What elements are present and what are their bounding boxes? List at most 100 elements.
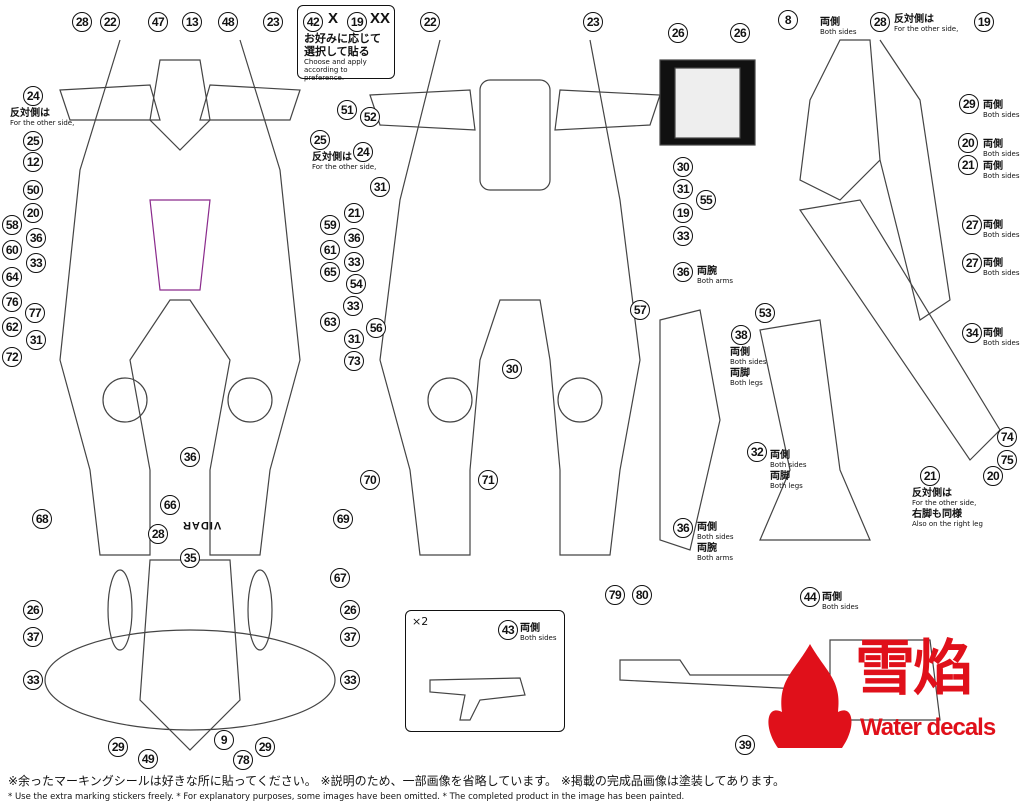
decal-number-marker: 37 — [23, 627, 43, 647]
label-ja: 両腕 — [697, 543, 717, 554]
decal-number-marker: 69 — [333, 509, 353, 529]
decal-number-marker: 36 — [344, 228, 364, 248]
decal-number-marker: 27 — [962, 253, 982, 273]
decal-number-marker: 79 — [605, 585, 625, 605]
label-ja: 両脚 — [730, 368, 750, 379]
decal-number-marker: 37 — [340, 627, 360, 647]
label-en: Both sides — [983, 150, 1020, 158]
quantity-label: ×2 — [412, 615, 429, 628]
label-ja: 両側 — [983, 161, 1003, 172]
decal-number-marker: 25 — [310, 130, 330, 150]
label-en: For the other side, — [312, 163, 377, 171]
decal-number-marker: 30 — [673, 157, 693, 177]
decal-number-marker: 28 — [72, 12, 92, 32]
decal-number-marker: 26 — [730, 23, 750, 43]
label-en: Both sides — [822, 603, 859, 611]
decal-number-marker: 61 — [320, 240, 340, 260]
label-en: For the other side, — [894, 25, 959, 33]
label-en: Both sides — [520, 634, 557, 642]
decal-number-marker: 58 — [2, 215, 22, 235]
label-en: Both sides — [983, 339, 1020, 347]
label-ja: 反対側は — [10, 108, 50, 119]
decal-number-marker: 12 — [23, 152, 43, 172]
label-en: Both legs — [730, 379, 763, 387]
watermark-logo: 雪焰 Water decals — [760, 634, 1024, 752]
decal-number-marker: 78 — [233, 750, 253, 770]
decal-number-marker: 33 — [343, 296, 363, 316]
decal-number-marker: 38 — [731, 325, 751, 345]
decal-number-marker: 29 — [108, 737, 128, 757]
flame-icon — [768, 644, 852, 748]
decal-number-marker: 36 — [673, 262, 693, 282]
decal-number-marker: 35 — [180, 548, 200, 568]
decal-number-marker: 13 — [182, 12, 202, 32]
decal-number-marker: 28 — [148, 524, 168, 544]
decal-number-marker: 36 — [180, 447, 200, 467]
label-ja: 右脚も同様 — [912, 509, 962, 520]
decal-number-marker: 36 — [673, 518, 693, 538]
decal-number-marker: 49 — [138, 749, 158, 769]
label-ja: 両側 — [983, 220, 1003, 231]
callout-en: Choose and apply according to preference… — [304, 58, 367, 82]
label-ja: 両腕 — [697, 266, 717, 277]
decal-number-marker: 72 — [2, 347, 22, 367]
decal-number-marker: 23 — [583, 12, 603, 32]
decal-number-marker: 36 — [26, 228, 46, 248]
label-ja: 両側 — [983, 258, 1003, 269]
decal-number-marker: 71 — [478, 470, 498, 490]
decal-number-marker: 70 — [360, 470, 380, 490]
decal-number-marker: 62 — [2, 317, 22, 337]
label-en: Both sides — [770, 461, 807, 469]
label-en: Both arms — [697, 554, 734, 562]
decal-number-marker: 47 — [148, 12, 168, 32]
decal-number-marker: 50 — [23, 180, 43, 200]
decal-number-marker: 75 — [997, 450, 1017, 470]
label-en: For the other side, — [912, 499, 977, 507]
decal-number-marker: 30 — [502, 359, 522, 379]
label-en: Both sides — [983, 231, 1020, 239]
footer-note-en: * Use the extra marking stickers freely.… — [8, 792, 685, 802]
decal-number-marker: 8 — [778, 10, 798, 30]
decal-number-marker: 32 — [747, 442, 767, 462]
decal-number-marker: 64 — [2, 267, 22, 287]
xx-vidar-logo: XX — [370, 10, 391, 27]
decal-number-marker: 59 — [320, 215, 340, 235]
decal-number-marker: 19 — [974, 12, 994, 32]
side-view-drawing — [659, 39, 1001, 551]
back-view-drawing — [369, 39, 756, 556]
label-en: Both sides — [697, 533, 734, 541]
preference-callout: X XX お好みに応じて 選択して貼る Choose and apply acc… — [297, 5, 395, 82]
decal-number-marker: 31 — [344, 329, 364, 349]
decal-number-marker: 33 — [340, 670, 360, 690]
watermark-brand-en: Water decals — [860, 714, 996, 741]
decal-number-marker: 22 — [100, 12, 120, 32]
decal-number-marker: 9 — [214, 730, 234, 750]
decal-number-marker: 51 — [337, 100, 357, 120]
decal-number-marker: 56 — [366, 318, 386, 338]
decal-number-marker: 44 — [800, 587, 820, 607]
decal-number-marker: 33 — [26, 253, 46, 273]
label-ja: 両側 — [730, 347, 750, 358]
decal-number-marker: 28 — [870, 12, 890, 32]
decal-number-marker: 53 — [755, 303, 775, 323]
rifle-detail-box: ×2 — [405, 610, 565, 732]
decal-number-marker: 39 — [735, 735, 755, 755]
decal-number-marker: 33 — [23, 670, 43, 690]
decal-number-marker: 77 — [25, 303, 45, 323]
label-ja: 反対側は — [312, 152, 352, 163]
decal-number-marker: 31 — [26, 330, 46, 350]
decal-number-marker: 43 — [498, 620, 518, 640]
bottom-view-drawing — [44, 559, 941, 751]
label-en: Both arms — [697, 277, 734, 285]
decal-number-marker: 63 — [320, 312, 340, 332]
label-ja: 両側 — [697, 522, 717, 533]
